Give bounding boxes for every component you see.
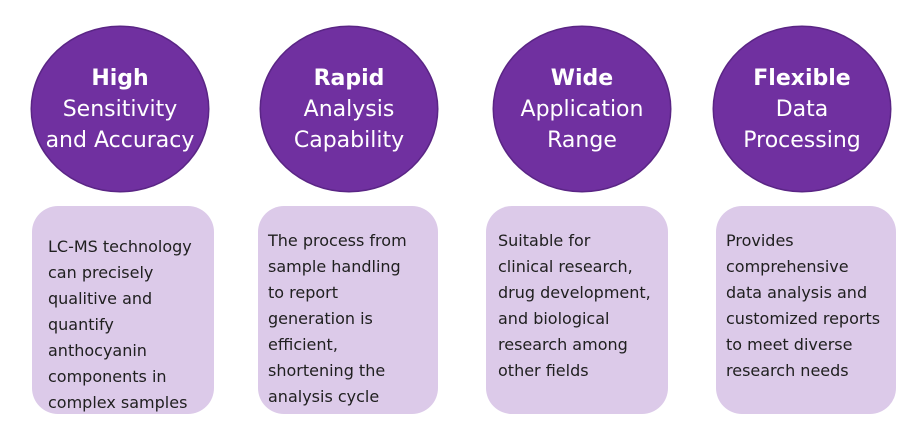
feature-desc-line: customized reports bbox=[726, 309, 881, 328]
feature-desc-line: analysis cycle bbox=[268, 387, 380, 406]
feature-desc-line: research among bbox=[498, 335, 628, 354]
feature-card-rapid-analysis: The process from sample handling to repo… bbox=[258, 206, 438, 414]
feature-title-line: Analysis bbox=[303, 96, 395, 122]
feature-title-keyword: High bbox=[91, 65, 149, 91]
feature-desc-line: to meet diverse bbox=[726, 335, 853, 354]
feature-desc-line: LC-MS technology bbox=[48, 237, 192, 256]
feature-title-keyword: Wide bbox=[550, 65, 614, 91]
feature-title-keyword: Flexible bbox=[753, 65, 851, 91]
feature-desc-line: Suitable for bbox=[498, 231, 591, 250]
feature-desc-line: shortening the bbox=[268, 361, 386, 380]
feature-circle-high-sensitivity: High Sensitivity and Accuracy bbox=[32, 27, 208, 191]
feature-desc-line: quantify bbox=[48, 315, 114, 334]
feature-desc-line: The process from bbox=[268, 231, 407, 250]
feature-desc-line: comprehensive bbox=[726, 257, 849, 276]
feature-desc-line: generation is bbox=[268, 309, 373, 328]
feature-desc-line: Provides bbox=[726, 231, 794, 250]
feature-title-line: Processing bbox=[743, 127, 861, 153]
feature-title-line: Range bbox=[547, 127, 617, 153]
feature-desc-line: clinical research, bbox=[498, 257, 633, 276]
feature-desc-line: drug development, bbox=[498, 283, 651, 302]
feature-circle-wide-application: Wide Application Range bbox=[494, 27, 670, 191]
feature-card-high-sensitivity: LC-MS technology can precisely qualitive… bbox=[32, 206, 214, 414]
feature-desc-line: research needs bbox=[726, 361, 849, 380]
feature-title-line: Application bbox=[520, 96, 644, 122]
feature-desc-line: data analysis and bbox=[726, 283, 868, 302]
feature-desc-line: sample handling bbox=[268, 257, 401, 276]
feature-desc-line: and biological bbox=[498, 309, 610, 328]
feature-title-line: Sensitivity bbox=[62, 96, 178, 122]
feature-desc-line: to report bbox=[268, 283, 339, 302]
feature-title-line: Data bbox=[775, 96, 829, 122]
feature-card-flexible-data: Provides comprehensive data analysis and… bbox=[716, 206, 896, 414]
feature-desc-line: complex samples bbox=[48, 393, 188, 412]
feature-circle-flexible-data: Flexible Data Processing bbox=[714, 27, 890, 191]
feature-circle-rapid-analysis: Rapid Analysis Capability bbox=[261, 27, 437, 191]
feature-desc-line: components in bbox=[48, 367, 167, 386]
feature-title-line: and Accuracy bbox=[45, 127, 195, 153]
feature-desc-line: other fields bbox=[498, 361, 589, 380]
feature-desc-line: efficient, bbox=[268, 335, 338, 354]
feature-title-keyword: Rapid bbox=[313, 65, 385, 91]
feature-desc-line: anthocyanin bbox=[48, 341, 147, 360]
feature-desc-line: can precisely bbox=[48, 263, 154, 282]
feature-card-wide-application: Suitable for clinical research, drug dev… bbox=[486, 206, 668, 414]
feature-title-line: Capability bbox=[293, 127, 405, 153]
feature-desc-line: qualitive and bbox=[48, 289, 153, 308]
